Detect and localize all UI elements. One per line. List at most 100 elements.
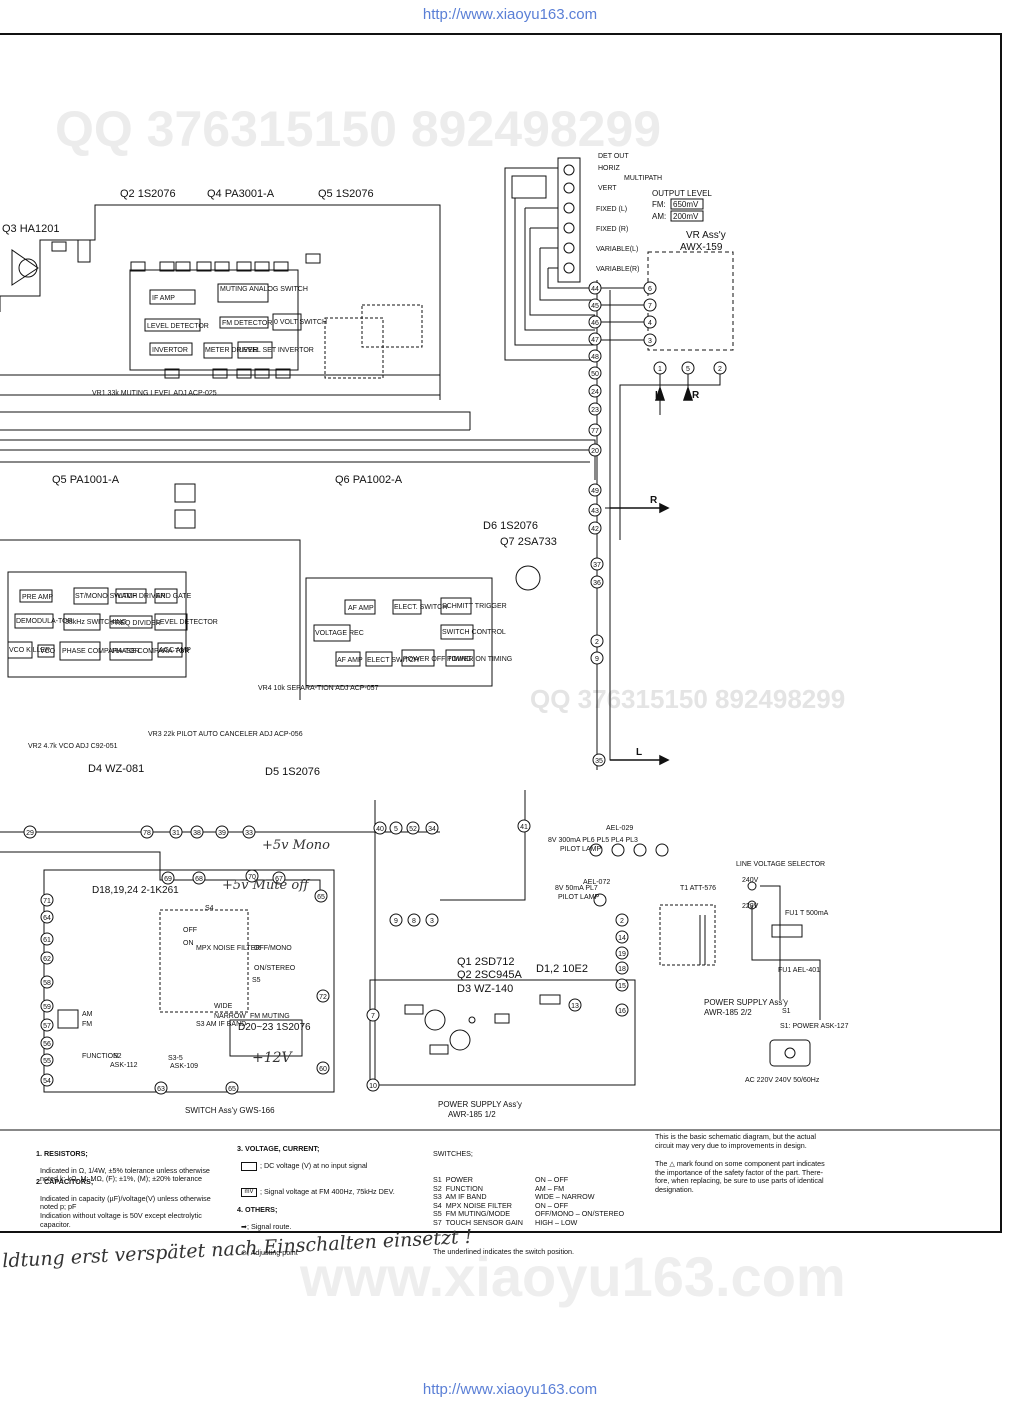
svg-text:52: 52 (409, 826, 417, 833)
sw-ask-112: ASK-112 (110, 1062, 138, 1069)
svg-text:61: 61 (43, 937, 51, 944)
svg-text:9: 9 (595, 656, 599, 663)
svg-text:29: 29 (26, 830, 34, 837)
sw-s3-5: S3-5 (168, 1055, 183, 1062)
svg-text:10: 10 (369, 1083, 377, 1090)
note-voltage: 3. VOLTAGE, CURRENT; ; DC voltage (V) at… (233, 1136, 395, 1266)
label-q2: Q2 1S2076 (120, 188, 176, 200)
label-d6: D6 1S2076 (483, 520, 538, 532)
label-d3-pwr: D3 WZ-140 (457, 983, 513, 995)
svg-text:58: 58 (43, 980, 51, 987)
svg-text:60: 60 (319, 1066, 327, 1073)
output-level-title: OUTPUT LEVEL (652, 189, 712, 198)
svg-text:43: 43 (591, 508, 599, 515)
label-q2-pwr: Q2 2SC945A (457, 969, 522, 981)
sw-fm: FM (82, 1021, 92, 1028)
svg-text:68: 68 (195, 876, 203, 883)
switch-s1-name: S1 POWER (433, 1174, 473, 1184)
adjusting-point-icon: ⊘ (241, 1247, 248, 1257)
sw-ask-109: ASK-109 (170, 1063, 198, 1070)
svg-text:16: 16 (618, 1008, 626, 1015)
svg-text:24: 24 (591, 389, 599, 396)
psu-power-switch: S1: POWER ASK-127 (780, 1023, 849, 1030)
note-resistors-body: Indicated in Ω, 1/4W, ±5% tolerance unle… (40, 1165, 210, 1184)
svg-text:36: 36 (593, 580, 601, 587)
sw-fm-muting: FM MUTING (250, 1013, 290, 1020)
note-voltage-title: 3. VOLTAGE, CURRENT; (237, 1143, 320, 1153)
label-q7: Q7 2SA733 (500, 536, 557, 548)
handwritten-12v-note: +12V (252, 1050, 292, 1066)
svg-text:78: 78 (143, 830, 151, 837)
note-route: ; Signal route. (247, 1221, 292, 1231)
switch-s3-pos: WIDE – NARROW (535, 1192, 595, 1202)
svg-text:34: 34 (428, 826, 436, 833)
svg-text:77: 77 (591, 428, 599, 435)
ic-q4-level-set-invertor: LEVEL SET INVERTOR (239, 347, 314, 354)
label-d12: D1,2 10E2 (536, 963, 588, 975)
sw-s2: S2 (113, 1053, 122, 1060)
ic-q4-fm-detector: FM DETECTOR (222, 320, 272, 327)
note-switches-title: SWITCHES; (433, 1149, 473, 1159)
handwritten-mute-note: +5v Mute off (222, 878, 309, 893)
label-q4: Q4 PA3001-A (207, 188, 275, 200)
psu-title-1: POWER SUPPLY Ass'y (438, 1100, 522, 1109)
svg-text:7: 7 (648, 303, 652, 310)
sw-s5: S5 (252, 977, 261, 984)
psu-pilot-lamp-label: PILOT LAMP (560, 846, 601, 853)
ic-q6-schmitt-trigger: SCHMITT TRIGGER (442, 603, 507, 610)
sw-off-mono: OFF/MONO (254, 945, 292, 952)
sw-on: ON (183, 940, 194, 947)
ic-q6-af-amp-2: AF AMP (337, 657, 363, 664)
psu-voltage-240: 240V (742, 877, 759, 884)
footer-url[interactable]: http://www.xiaoyu163.com (422, 1381, 598, 1398)
svg-text:2: 2 (718, 366, 722, 373)
svg-text:38: 38 (193, 830, 201, 837)
sw-am-if-band: S3 AM IF BAND (196, 1021, 246, 1028)
sw-s1: S1 (782, 1008, 791, 1015)
svg-text:67: 67 (275, 876, 283, 883)
vr-assy-model: AWX-159 (680, 242, 723, 253)
ic-q5-and-gate: AND GATE (156, 593, 192, 600)
psu-lamp2: 8V 50mA PL7 (555, 885, 598, 892)
switch-s2-pos: AM – FM (535, 1183, 565, 1193)
ic-q5-level-detector: LEVEL DETECTOR (156, 619, 218, 626)
label-q6: Q6 PA1002-A (335, 474, 403, 486)
note-capacitors: 2. CAPACITORS; Indicated in capacity (µF… (32, 1169, 211, 1238)
output-fm-label: FM: (652, 200, 666, 209)
terminal-horiz: HORIZ (598, 165, 621, 172)
ic-q5-phase-comparator-2: PHASE COMPARA-TOR (112, 648, 190, 655)
psu-line-selector: LINE VOLTAGE SELECTOR (736, 861, 825, 868)
label-switch-diodes: D18,19,24 2-1K261 (92, 885, 179, 896)
svg-text:5: 5 (686, 366, 690, 373)
label-d5: D5 1S2076 (265, 766, 320, 778)
svg-text:R: R (692, 390, 700, 401)
watermark-top: QQ 376315150 892498299 (55, 101, 662, 157)
svg-text:2: 2 (595, 639, 599, 646)
ic-q5-st-mono-switch: ST/MONO SWITCH (75, 593, 137, 600)
switch-s3-name: S3 AM IF BAND (433, 1192, 487, 1202)
psu-pilot-lamp-part: AEL-029 (606, 825, 633, 832)
note-dc-row: ; DC voltage (V) at no input signal (233, 1161, 395, 1171)
ic-q4-meter-driver: METER DRIVER (205, 347, 258, 354)
ic-q4-invertor: INVERTOR (152, 347, 188, 354)
sw-am: AM (82, 1011, 93, 1018)
svg-text:6: 6 (648, 286, 652, 293)
ic-q6-af-amp-1: AF AMP (348, 605, 374, 612)
sw-off: OFF (183, 927, 197, 934)
ic-q5-lamp-driver: LAMP DRIVER (118, 593, 165, 600)
switch-s7-pos: HIGH – LOW (535, 1217, 578, 1227)
note-basic-2: The △ mark found on some component part … (655, 1159, 825, 1194)
svg-text:40: 40 (376, 826, 384, 833)
ic-q6-power-off-timing: POWER OFF TIMING (403, 656, 472, 663)
ic-q4-zero-volt-switch: 0 VOLT SWITCH (274, 319, 327, 326)
svg-text:45: 45 (591, 303, 599, 310)
svg-text:57: 57 (43, 1023, 51, 1030)
svg-text:37: 37 (593, 562, 601, 569)
svg-text:7: 7 (371, 1013, 375, 1020)
label-q5: Q5 PA1001-A (52, 474, 120, 486)
svg-text:23: 23 (591, 407, 599, 414)
header-url[interactable]: http://www.xiaoyu163.com (422, 6, 598, 23)
svg-text:69: 69 (164, 876, 172, 883)
